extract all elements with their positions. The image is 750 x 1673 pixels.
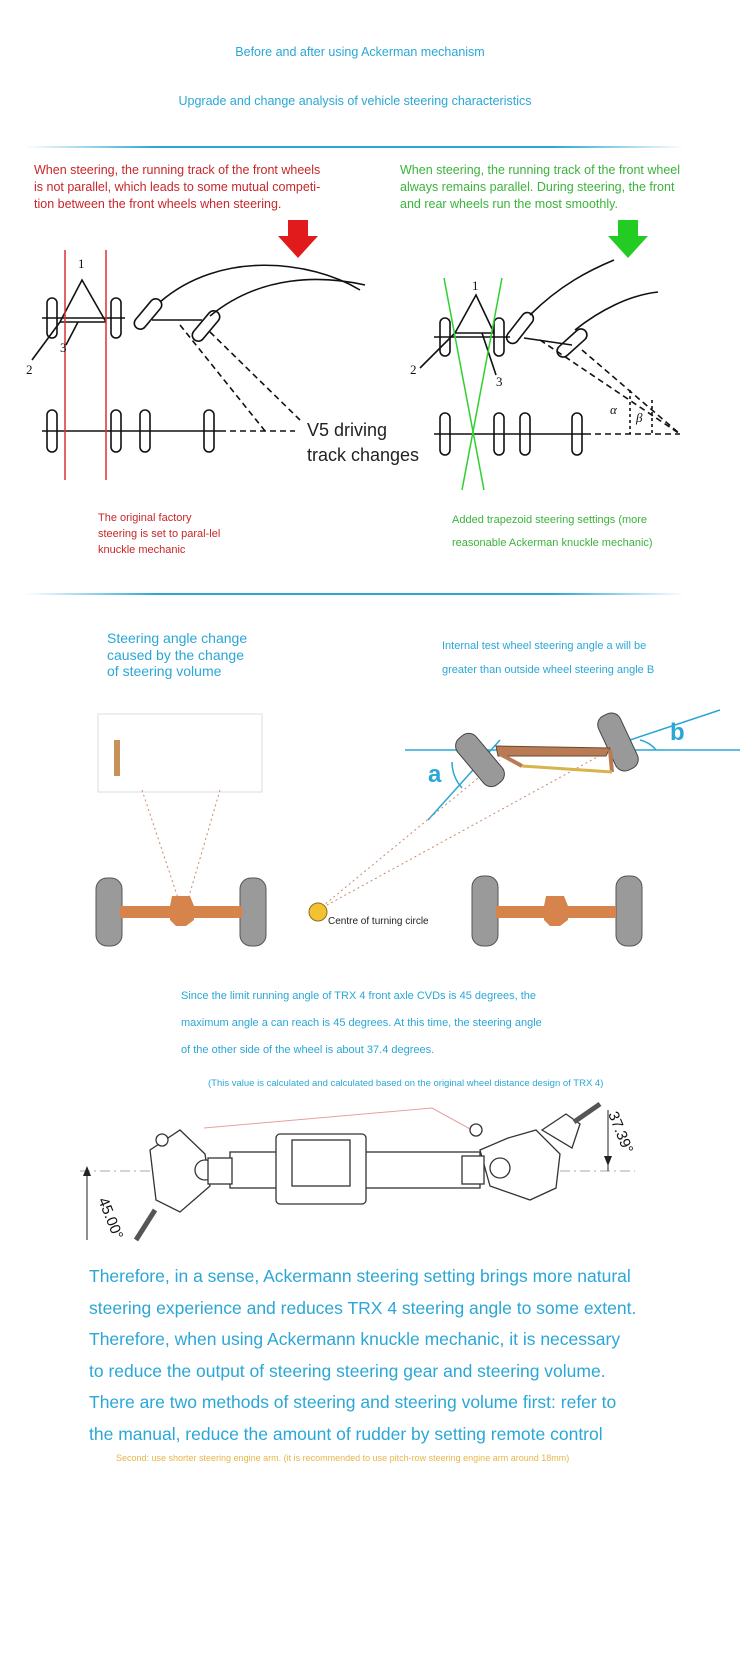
center-label: V5 driving track changes xyxy=(307,418,419,468)
ackermann-axle-illustration: a b Centre of turning circle xyxy=(308,709,740,947)
label-2: 2 xyxy=(26,362,33,377)
label-1: 1 xyxy=(78,256,85,271)
angle-45-label: 45.00° xyxy=(94,1195,126,1242)
conclusion-line: steering experience and reduces TRX 4 st… xyxy=(89,1297,637,1318)
green-down-arrow-icon xyxy=(608,220,648,258)
red-down-arrow-icon xyxy=(278,220,318,258)
label-alpha: α xyxy=(610,402,618,417)
front-axle-drawing: 45.00° 37.39° xyxy=(80,1101,636,1242)
conclusion-paragraph: Therefore, in a sense, Ackermann steerin… xyxy=(89,1261,649,1450)
label-b: b xyxy=(670,719,685,746)
conclusion-line: Therefore, when using Ackermann knuckle … xyxy=(89,1329,621,1349)
label-beta: β xyxy=(635,410,643,425)
label-2: 2 xyxy=(410,362,417,377)
conclusion-line: There are two methods of steering and st… xyxy=(89,1392,617,1412)
second-method-note: Second: use shorter steering engine arm.… xyxy=(116,1453,570,1463)
center-label-line-2: track changes xyxy=(307,445,420,465)
right-description: When steering, the running track of the … xyxy=(400,163,681,211)
conclusion-line: the manual, reduce the amount of rudder … xyxy=(89,1423,603,1444)
test-wheel-line-2: greater than outside wheel steering angl… xyxy=(442,664,655,676)
limit-angle-line-1: Since the limit running angle of TRX 4 f… xyxy=(181,990,537,1002)
label-3: 3 xyxy=(496,374,503,389)
conclusion-line: Therefore, in a sense, Ackermann steerin… xyxy=(89,1266,631,1286)
label-3: 3 xyxy=(60,340,67,355)
label-a: a xyxy=(428,761,442,788)
limit-angle-line-2: maximum angle a can reach is 45 degrees.… xyxy=(181,1017,542,1029)
left-caption: The original factory steering is set to … xyxy=(98,512,221,556)
center-label-line-1: V5 driving xyxy=(307,420,388,440)
middle-divider xyxy=(25,593,685,595)
angle-37-label: 37.39° xyxy=(604,1109,636,1156)
page-title: Before and after using Ackerman mechanis… xyxy=(235,45,485,59)
left-description: When steering, the running track of the … xyxy=(34,163,321,211)
steering-angle-title: Steering angle change caused by the chan… xyxy=(107,630,248,679)
test-wheel-line-1: Internal test wheel steering angle a wil… xyxy=(442,640,647,652)
limit-angle-line-3: of the other side of the wheel is about … xyxy=(181,1044,435,1056)
ackermann-steering-diagram: 1 2 3 α β xyxy=(410,259,681,491)
conclusion-line: to reduce the output of steering steerin… xyxy=(89,1360,606,1381)
right-caption-line-1: Added trapezoid steering settings (more xyxy=(452,514,648,526)
parallel-steering-diagram: 1 2 3 xyxy=(26,250,366,480)
calculation-note: (This value is calculated and calculated… xyxy=(208,1078,604,1089)
turning-circle-label: Centre of turning circle xyxy=(328,916,429,927)
top-divider xyxy=(25,146,685,148)
page-subtitle: Upgrade and change analysis of vehicle s… xyxy=(178,94,532,108)
straight-axle-illustration xyxy=(95,713,267,947)
right-caption-line-2: reasonable Ackerman knuckle mechanic) xyxy=(452,537,653,549)
label-1: 1 xyxy=(472,278,479,293)
